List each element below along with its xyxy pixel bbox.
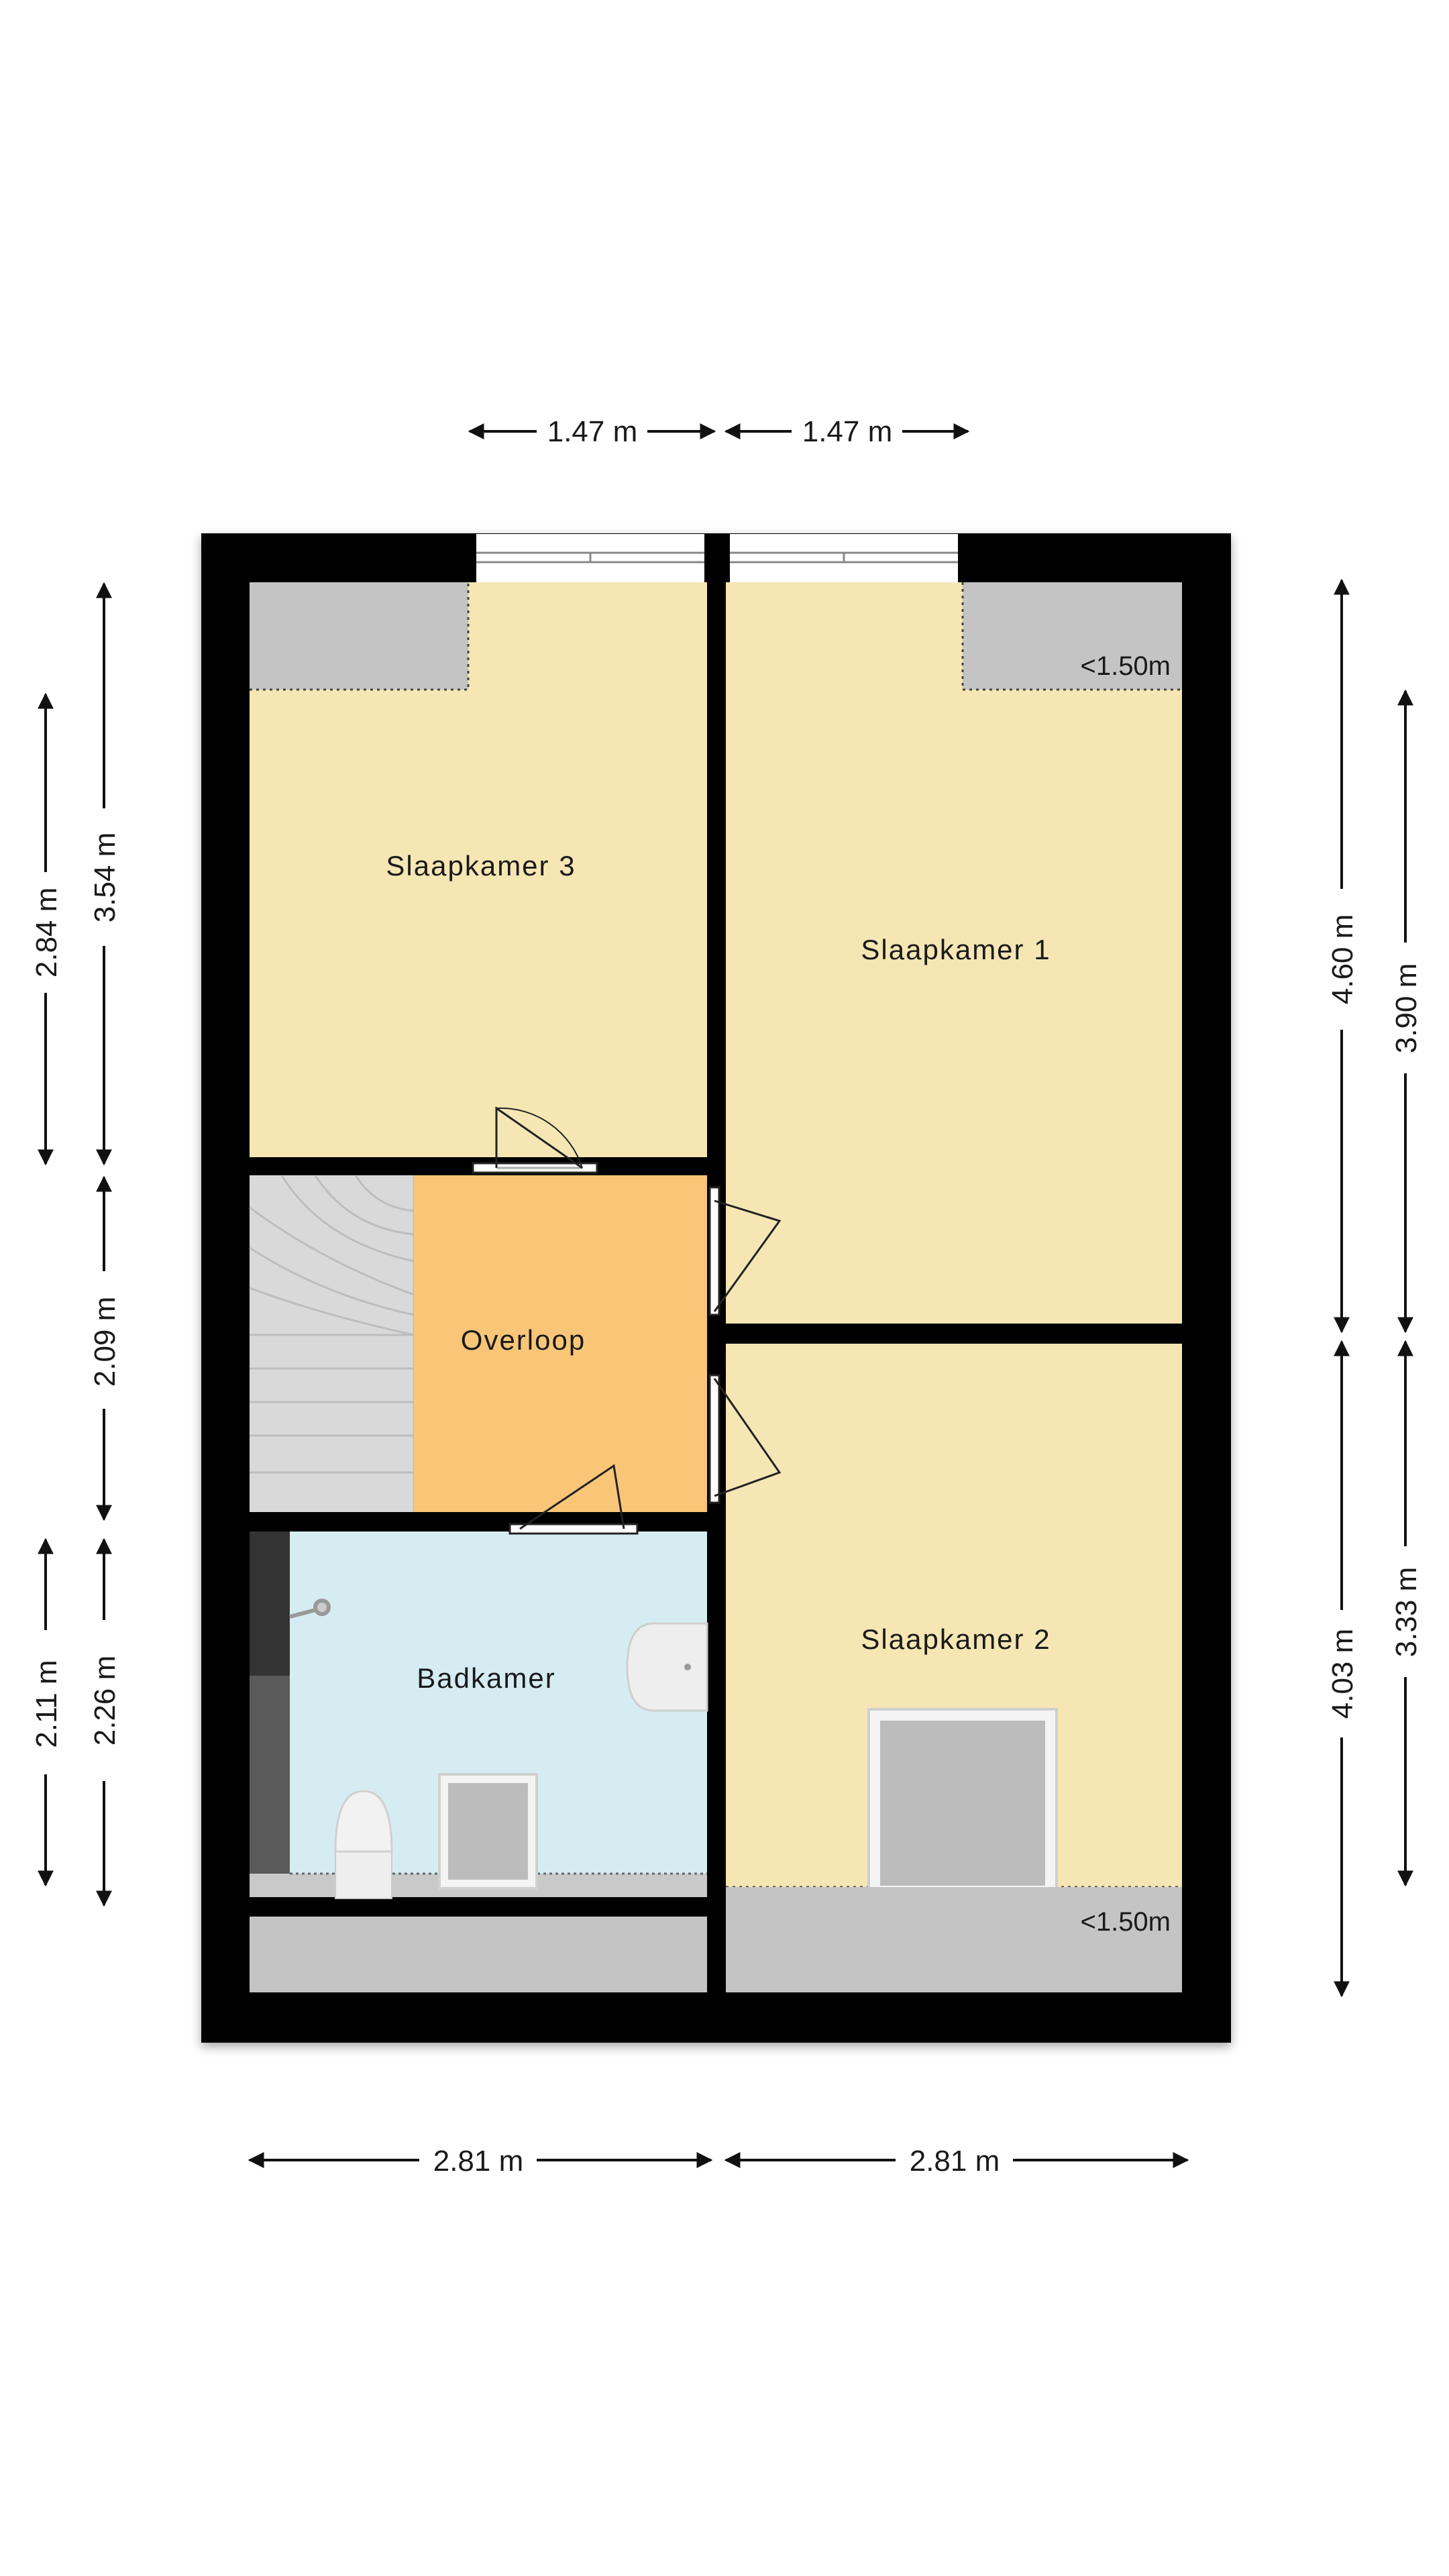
dimension-label: 3.90 m (1390, 963, 1423, 1054)
dimension-label: 2.11 m (30, 1660, 63, 1748)
stairs (250, 1175, 414, 1512)
dimension-label: 4.03 m (1326, 1629, 1359, 1719)
bathroom-skylight-glass (448, 1783, 528, 1880)
dimension-label: 2.81 m (433, 2145, 524, 2178)
door-slaapkamer-1 (708, 1186, 782, 1316)
door-slaapkamer-3 (472, 1106, 598, 1174)
room-overloop (414, 1175, 707, 1512)
dimension-label: 2.26 m (89, 1656, 121, 1746)
low-ceiling-area (963, 582, 1182, 690)
low-ceiling-note: <1.50m (1080, 651, 1171, 681)
low-ceiling-boundary (961, 582, 1182, 691)
room-label-slaapkamer-2: Slaapkamer 2 (861, 1623, 1051, 1655)
low-ceiling-boundary (250, 582, 470, 691)
skylight-glass (880, 1721, 1045, 1886)
dimension-label: 1.47 m (547, 415, 638, 448)
room-label-slaapkamer-1: Slaapkamer 1 (861, 934, 1051, 965)
low-ceiling-area (250, 582, 468, 690)
window-left (476, 534, 704, 582)
dimension-label: 2.81 m (910, 2145, 1000, 2178)
dimension-label: 3.33 m (1390, 1567, 1423, 1658)
door-slaapkamer-2 (708, 1374, 782, 1504)
toilet-icon (334, 1790, 393, 1899)
dimension-label: 4.60 m (1326, 914, 1359, 1005)
room-label-badkamer: Badkamer (417, 1662, 555, 1694)
room-label-slaapkamer-3: Slaapkamer 3 (386, 850, 576, 881)
dimension-label: 3.54 m (89, 833, 121, 923)
storage-right (726, 1887, 1182, 1992)
storage-left (250, 1917, 707, 1992)
room-label-overloop: Overloop (461, 1324, 586, 1356)
dimension-lines (38, 423, 1413, 2168)
low-ceiling-note: <1.50m (1080, 1907, 1171, 1937)
dimension-label: 2.09 m (89, 1297, 121, 1387)
door-badkamer (508, 1464, 639, 1535)
sink-icon (626, 1622, 708, 1712)
dimension-label: 1.47 m (802, 415, 893, 448)
dimension-label: 2.84 m (30, 888, 63, 978)
shower-head-icon (289, 1599, 331, 1619)
room-slaapkamer-1 (726, 582, 1182, 1324)
shower-niche (250, 1532, 290, 1676)
window-right (730, 534, 958, 582)
